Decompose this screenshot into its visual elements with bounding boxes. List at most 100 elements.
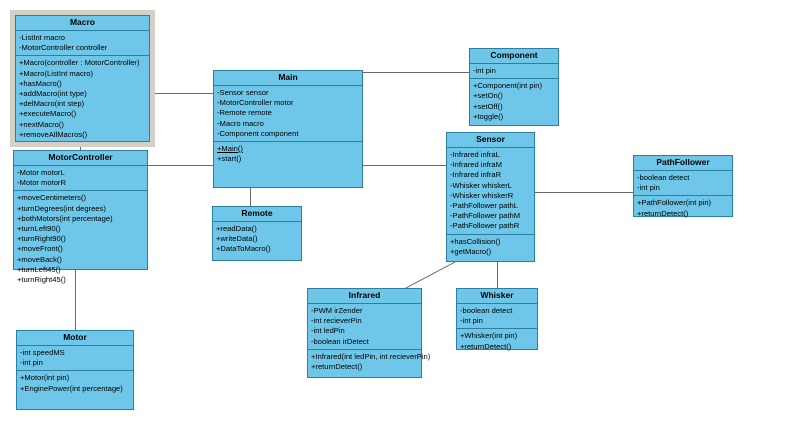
methods-component: +Component(int pin) +setOn() +setOff() +…: [470, 79, 558, 124]
class-box-whisker[interactable]: Whisker -boolean detect -int pin +Whiske…: [456, 288, 538, 353]
attribute-row: -Motor motorR: [17, 178, 66, 188]
attribute-row: -PathFollower pathM: [450, 211, 521, 221]
attribute-row: -boolean detect: [460, 306, 513, 315]
attributes-motor: -int speedMS -int pin: [17, 346, 133, 372]
class-box-motor[interactable]: Motor -int speedMS -int pin +Motor(int p…: [16, 330, 134, 410]
class-box-pathfollower[interactable]: PathFollower -boolean detect -int pin +P…: [633, 155, 733, 218]
attribute-row: -PWM irZender: [311, 306, 363, 315]
attributes-infrared: -PWM irZender -int recieverPin -int ledP…: [308, 304, 421, 350]
method-row: +moveBack(): [17, 254, 62, 264]
method-row: +Motor(int pin): [20, 373, 70, 383]
class-name-macro: Macro: [16, 16, 149, 31]
attribute-row: -PathFollower pathL: [450, 201, 518, 211]
association-macro-main: [150, 93, 213, 94]
attribute-row: -int pin: [473, 66, 496, 75]
methods-remote: +readData() +writeData() +DataToMacro(): [213, 222, 301, 257]
attributes-component: -int pin: [470, 64, 558, 80]
class-name-remote: Remote: [213, 207, 301, 222]
method-row: +turnDegrees(int degrees): [17, 203, 106, 213]
class-name-infrared: Infrared: [308, 289, 421, 304]
class-name-motorcontroller: MotorController: [14, 151, 147, 166]
method-row: +turnRight90(): [17, 234, 66, 244]
attribute-row: -int speedMS: [20, 348, 65, 357]
class-box-motorcontroller[interactable]: MotorController -Motor motorL -Motor mot…: [13, 150, 148, 284]
attributes-macro: -ListInt macro -MotorController controll…: [16, 31, 149, 57]
method-row: +DataToMacro(): [216, 244, 271, 254]
method-row: +PathFollower(int pin): [637, 198, 712, 208]
method-row: +start(): [217, 154, 242, 164]
class-name-whisker: Whisker: [457, 289, 537, 304]
attribute-row: -Sensor sensor: [217, 88, 269, 97]
method-row: +writeData(): [216, 234, 258, 244]
class-box-main[interactable]: Main -Sensor sensor -MotorController mot…: [213, 70, 363, 188]
method-row: +Macro(ListInt macro): [19, 68, 94, 78]
method-row: +hasMacro(): [19, 78, 62, 88]
method-row: +moveCentimeters(): [17, 193, 86, 203]
attribute-row: -int pin: [20, 358, 43, 368]
attributes-whisker: -boolean detect -int pin: [457, 304, 537, 330]
method-row: +returnDetect(): [311, 362, 363, 372]
methods-main: +Main() +start(): [214, 142, 362, 187]
attribute-row: -int ledPin: [311, 326, 345, 336]
method-row: +turnRight45(): [17, 275, 66, 285]
method-row: +EnginePower(int percentage): [20, 383, 123, 393]
class-name-pathfollower: PathFollower: [634, 156, 732, 171]
class-box-remote[interactable]: Remote +readData() +writeData() +DataToM…: [212, 206, 302, 261]
attribute-row: -Whisker whiskerL: [450, 180, 513, 190]
attribute-row: -int pin: [460, 316, 483, 326]
methods-sensor: +hasCollision() +getMacro(): [447, 235, 534, 259]
attribute-row: -int pin: [637, 183, 660, 193]
class-name-motor: Motor: [17, 331, 133, 346]
class-box-sensor[interactable]: Sensor -Infrared infraL -Infrared infraM…: [446, 132, 535, 262]
association-motorcontroller-main: [148, 165, 213, 166]
attribute-row: -boolean irDetect: [311, 336, 369, 346]
method-row: +Main(): [217, 144, 243, 154]
methods-motor: +Motor(int pin) +EnginePower(int percent…: [17, 371, 133, 395]
method-row: +delMacro(int step): [19, 99, 85, 109]
methods-macro: +Macro(controller : MotorController) +Ma…: [16, 56, 149, 142]
class-box-macro[interactable]: Macro -ListInt macro -MotorController co…: [15, 15, 150, 142]
method-row: +setOff(): [473, 101, 503, 111]
method-row: +returnDetect(): [460, 341, 512, 351]
method-row: +Whisker(int pin): [460, 331, 518, 341]
association-main-sensor: [363, 165, 446, 166]
association-main-component: [363, 72, 469, 73]
attribute-row: -MotorController motor: [217, 98, 294, 108]
method-row: +Macro(controller : MotorController): [19, 58, 140, 68]
method-row: +addMacro(int type): [19, 89, 87, 99]
attribute-row: -Whisker whiskerR: [450, 190, 514, 200]
class-name-main: Main: [214, 71, 362, 86]
method-row: +removeAllMacros(): [19, 129, 88, 139]
attribute-row: -Component component: [217, 128, 299, 138]
attribute-row: -Macro macro: [217, 118, 264, 128]
attributes-sensor: -Infrared infraL -Infrared infraM -Infra…: [447, 148, 534, 235]
attribute-row: -ListInt macro: [19, 33, 65, 42]
association-motorcontroller-motor: [75, 270, 76, 330]
attributes-motorcontroller: -Motor motorL -Motor motorR: [14, 166, 147, 192]
methods-motorcontroller: +moveCentimeters() +turnDegrees(int degr…: [14, 191, 147, 287]
attribute-row: -int recieverPin: [311, 316, 362, 326]
attribute-row: -Infrared infraM: [450, 160, 502, 170]
class-name-component: Component: [470, 49, 558, 64]
method-row: +Infrared(int ledPin, int recieverPin): [311, 351, 431, 361]
class-box-component[interactable]: Component -int pin +Component(int pin) +…: [469, 48, 559, 126]
attributes-pathfollower: -boolean detect -int pin: [634, 171, 732, 197]
method-row: +readData(): [216, 224, 257, 233]
method-row: +getMacro(): [450, 246, 492, 256]
attribute-row: -Infrared infraR: [450, 170, 502, 180]
attributes-main: -Sensor sensor -MotorController motor -R…: [214, 86, 362, 143]
method-row: +turnLeft90(): [17, 224, 61, 234]
attribute-row: -Remote remote: [217, 108, 272, 118]
method-row: +nextMacro(): [19, 119, 64, 129]
method-row: +turnLeft45(): [17, 264, 61, 274]
attribute-row: -boolean detect: [637, 173, 690, 182]
attribute-row: -Infrared infraL: [450, 150, 500, 159]
method-row: +moveFront(): [17, 244, 63, 254]
methods-whisker: +Whisker(int pin) +returnDetect(): [457, 329, 537, 353]
attribute-row: -Motor motorL: [17, 168, 65, 177]
attribute-row: -PathFollower pathR: [450, 221, 520, 231]
attribute-row: -MotorController controller: [19, 43, 108, 53]
class-box-infrared[interactable]: Infrared -PWM irZender -int recieverPin …: [307, 288, 431, 378]
methods-infrared: +Infrared(int ledPin, int recieverPin) +…: [308, 350, 431, 374]
